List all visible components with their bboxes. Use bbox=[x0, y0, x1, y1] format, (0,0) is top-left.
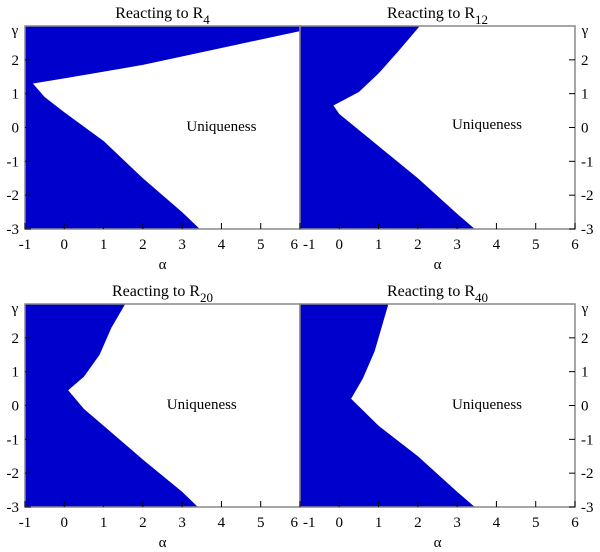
x-tick-label: 6 bbox=[571, 237, 579, 253]
x-tick-label: -1 bbox=[303, 515, 316, 531]
x-tick-label: -1 bbox=[303, 237, 316, 253]
uniqueness-annotation: Uniqueness bbox=[167, 397, 237, 413]
x-tick-label: 2 bbox=[139, 237, 147, 253]
y-tick-label: -1 bbox=[7, 432, 20, 448]
x-tick-label: 4 bbox=[218, 515, 226, 531]
panel-4: -1 0 1 2 3 4 5 6-3 -2 -1 0 1 2 γ α Reacting to R40Uniqu… bbox=[299, 283, 594, 551]
title-text: Reacting to R bbox=[112, 283, 200, 300]
non-uniqueness-region bbox=[25, 304, 198, 507]
x-tick-label: 2 bbox=[414, 237, 422, 253]
x-tick-label: 5 bbox=[257, 515, 265, 531]
y-tick-label: -1 bbox=[581, 432, 594, 448]
x-tick-label: 3 bbox=[453, 237, 461, 253]
x-tick-label: 1 bbox=[375, 515, 383, 531]
x-tick-label: 1 bbox=[100, 237, 108, 253]
title-text: Reacting to R bbox=[387, 283, 475, 300]
panel-3: -1 0 1 2 3 4 5 6 -3 -2 -1 0 1 2 γ α Reacting to R20Uniqu… bbox=[7, 283, 301, 551]
y-tick-label: 0 bbox=[12, 399, 20, 415]
uniqueness-annotation: Uniqueness bbox=[452, 397, 522, 413]
y-tick-label: 2 bbox=[581, 331, 589, 347]
x-tick-label: 6 bbox=[291, 237, 299, 253]
x-tick-label: 1 bbox=[375, 237, 383, 253]
y-tick-label: -2 bbox=[581, 188, 594, 204]
x-tick-label: 0 bbox=[336, 237, 344, 253]
x-axis-label: α bbox=[434, 257, 442, 273]
y-tick-label: -3 bbox=[7, 500, 20, 516]
x-tick-label: 3 bbox=[178, 515, 186, 531]
panel-title: Reacting to R40 bbox=[387, 283, 488, 305]
y-tick-label: 0 bbox=[581, 121, 589, 137]
x-tick-label: 0 bbox=[61, 515, 69, 531]
y-tick-label: 1 bbox=[581, 87, 589, 103]
y-tick-label: 1 bbox=[581, 365, 589, 381]
title-text: Reacting to R bbox=[115, 5, 203, 22]
panel-title: Reacting to R20 bbox=[112, 283, 213, 305]
y-tick-label: 0 bbox=[12, 121, 20, 137]
x-tick-label: 6 bbox=[571, 515, 579, 531]
y-tick-label: -2 bbox=[581, 466, 594, 482]
panel-title: Reacting to R4 bbox=[115, 5, 210, 27]
y-tick-label: 2 bbox=[581, 53, 589, 69]
y-axis-label: γ bbox=[581, 301, 589, 317]
title-subscript: 4 bbox=[203, 12, 210, 27]
uniqueness-annotation: Uniqueness bbox=[452, 117, 522, 133]
y-axis-label: γ bbox=[11, 301, 19, 317]
x-tick-label: 0 bbox=[336, 515, 344, 531]
y-tick-label: 0 bbox=[581, 399, 589, 415]
panel-title: Reacting to R12 bbox=[387, 5, 488, 27]
y-tick-label: 1 bbox=[12, 365, 20, 381]
x-tick-label: 2 bbox=[414, 515, 422, 531]
x-tick-label: -1 bbox=[19, 237, 32, 253]
x-tick-label: 3 bbox=[178, 237, 186, 253]
x-tick-label: 5 bbox=[532, 237, 540, 253]
x-axis-label: α bbox=[434, 535, 442, 551]
x-axis-label: α bbox=[159, 535, 167, 551]
y-axis-label: γ bbox=[11, 23, 19, 39]
x-tick-label: 5 bbox=[532, 515, 540, 531]
x-tick-label: 6 bbox=[291, 515, 299, 531]
x-tick-label: 0 bbox=[61, 237, 69, 253]
x-axis-label: α bbox=[159, 257, 167, 273]
y-tick-label: -2 bbox=[7, 188, 20, 204]
y-tick-label: -3 bbox=[7, 222, 20, 238]
x-tick-label: 4 bbox=[218, 237, 226, 253]
y-axis-label: γ bbox=[581, 23, 589, 39]
title-subscript: 40 bbox=[475, 290, 488, 305]
x-tick-label: 1 bbox=[100, 515, 108, 531]
y-tick-label: -1 bbox=[581, 154, 594, 170]
y-tick-label: -1 bbox=[7, 154, 20, 170]
x-tick-label: -1 bbox=[19, 515, 32, 531]
x-tick-label: 3 bbox=[453, 515, 461, 531]
y-tick-label: 2 bbox=[12, 53, 20, 69]
uniqueness-annotation: Uniqueness bbox=[186, 119, 256, 135]
non-uniqueness-region bbox=[300, 26, 475, 229]
x-tick-label: 2 bbox=[139, 515, 147, 531]
y-tick-label: -3 bbox=[581, 222, 594, 238]
x-tick-label: 5 bbox=[257, 237, 265, 253]
non-uniqueness-region bbox=[25, 26, 300, 229]
non-uniqueness-region bbox=[300, 304, 475, 507]
x-tick-label: 4 bbox=[493, 237, 501, 253]
y-tick-label: -3 bbox=[581, 500, 594, 516]
title-subscript: 12 bbox=[475, 12, 488, 27]
y-tick-label: 1 bbox=[12, 87, 20, 103]
title-subscript: 20 bbox=[200, 290, 213, 305]
x-tick-label: 4 bbox=[493, 515, 501, 531]
y-tick-label: 2 bbox=[12, 331, 20, 347]
y-tick-label: -2 bbox=[7, 466, 20, 482]
title-text: Reacting to R bbox=[387, 5, 475, 22]
